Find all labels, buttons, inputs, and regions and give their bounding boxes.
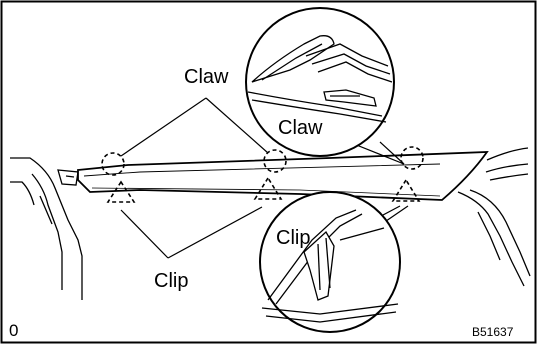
- claw-markers: [101, 146, 424, 176]
- clip-markers: [106, 176, 421, 203]
- claw-marker: [400, 146, 424, 170]
- right-body-structure: [457, 147, 531, 287]
- claw-label: Claw: [184, 66, 229, 88]
- figure-code: B51637: [472, 325, 514, 339]
- corner-mark: 0: [9, 321, 18, 340]
- clip-detail-label: Clip: [276, 227, 310, 249]
- left-body-structure: [10, 157, 83, 300]
- clip-marker: [253, 176, 283, 200]
- clip-detail-callout: [259, 191, 401, 333]
- claw-marker: [263, 149, 287, 173]
- claw-detail-callout: [245, 7, 395, 157]
- clip-marker: [391, 178, 421, 202]
- pillar-garnish-panel: [77, 151, 489, 201]
- clip-label: Clip: [154, 270, 188, 292]
- claw-detail-label: Claw: [278, 117, 323, 139]
- leader-lines: [120, 97, 409, 259]
- clip-marker: [106, 180, 136, 203]
- claw-marker: [101, 152, 125, 176]
